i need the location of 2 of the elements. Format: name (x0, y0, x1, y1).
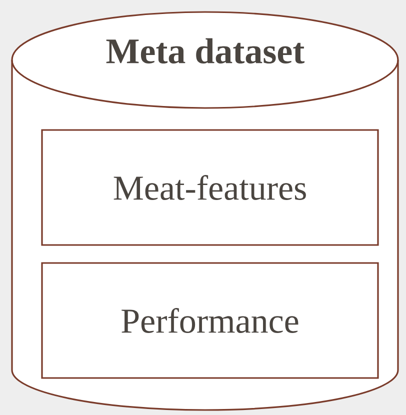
text-box: Performance (41, 262, 379, 379)
text-box: Meat-features (41, 129, 379, 246)
